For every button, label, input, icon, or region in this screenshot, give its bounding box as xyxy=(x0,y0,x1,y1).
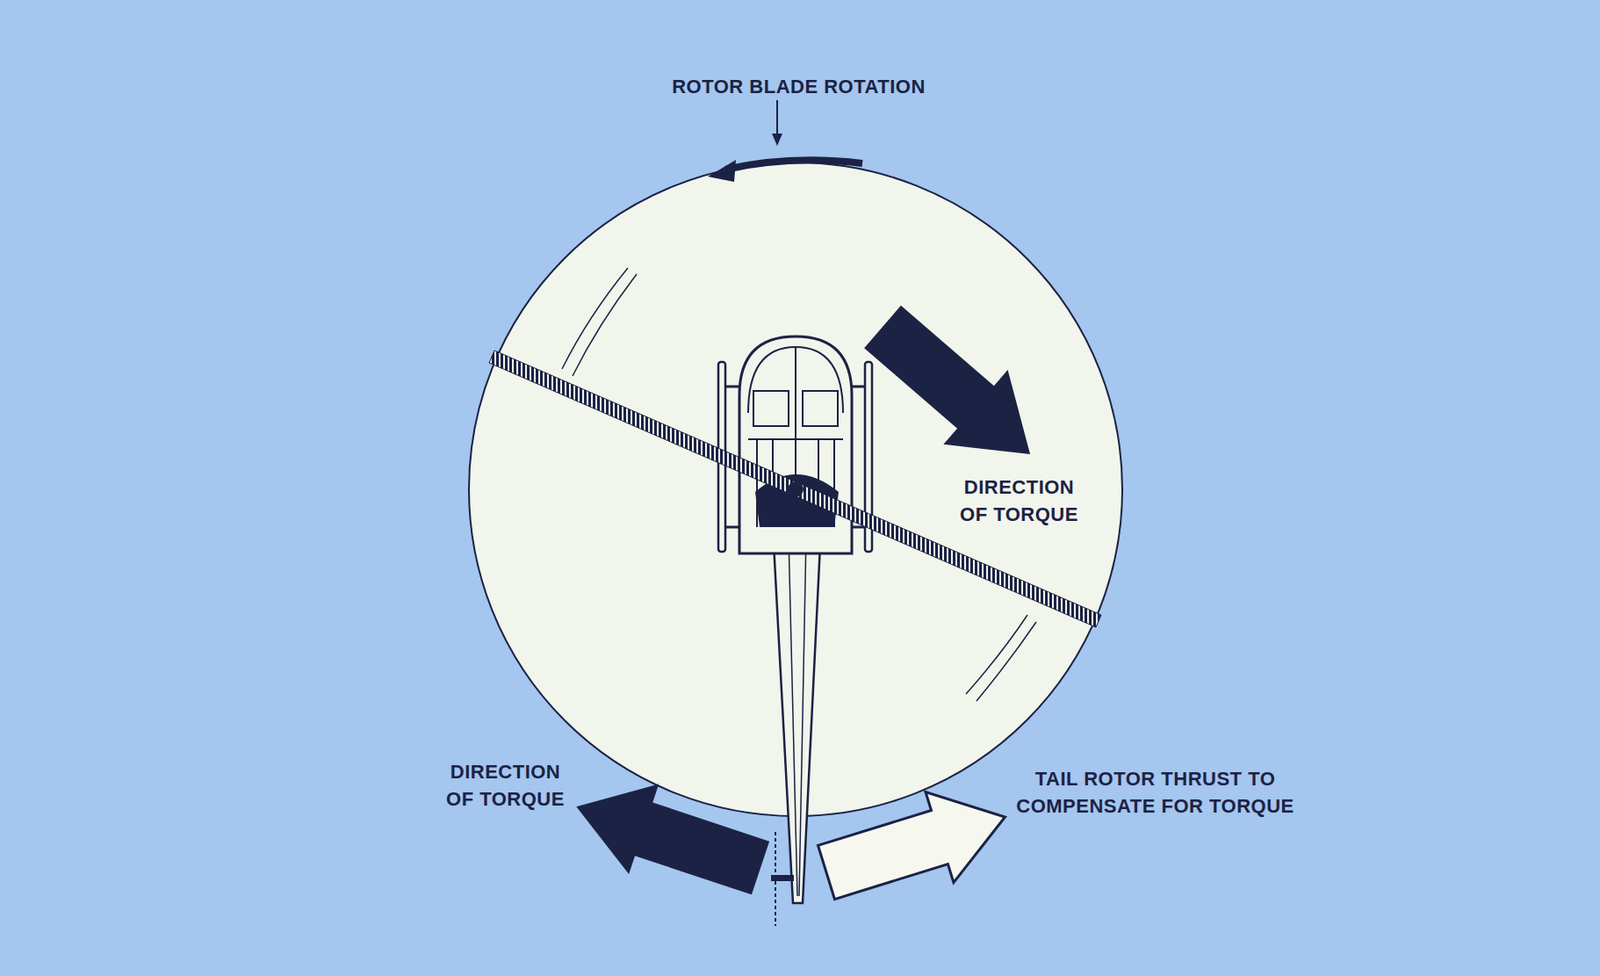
pointer-line xyxy=(776,100,779,137)
skid-strut xyxy=(850,385,865,389)
rotor-hub xyxy=(787,481,804,498)
boom-line xyxy=(788,535,798,896)
title-label: ROTOR BLADE ROTATION xyxy=(670,73,927,101)
torque-arrow xyxy=(561,761,776,913)
torque-label: DIRECTION OF TORQUE xyxy=(958,474,1080,529)
tail-boom xyxy=(772,526,822,903)
thrust-label: TAIL ROTOR THRUST TO COMPENSATE FOR TORQ… xyxy=(1015,765,1296,821)
cabin xyxy=(739,336,852,554)
rotation-arrow xyxy=(725,159,863,170)
torque-arrow xyxy=(850,289,1062,492)
skid-strut xyxy=(725,385,740,389)
rotation-arrowhead xyxy=(707,159,736,182)
tail-rotor-hub xyxy=(771,874,794,881)
pointer-head xyxy=(771,133,783,146)
torque-label: DIRECTION OF TORQUE xyxy=(445,758,566,814)
boom-line xyxy=(799,535,807,896)
skid-strut xyxy=(725,526,740,529)
thrust-arrow xyxy=(812,771,1019,917)
